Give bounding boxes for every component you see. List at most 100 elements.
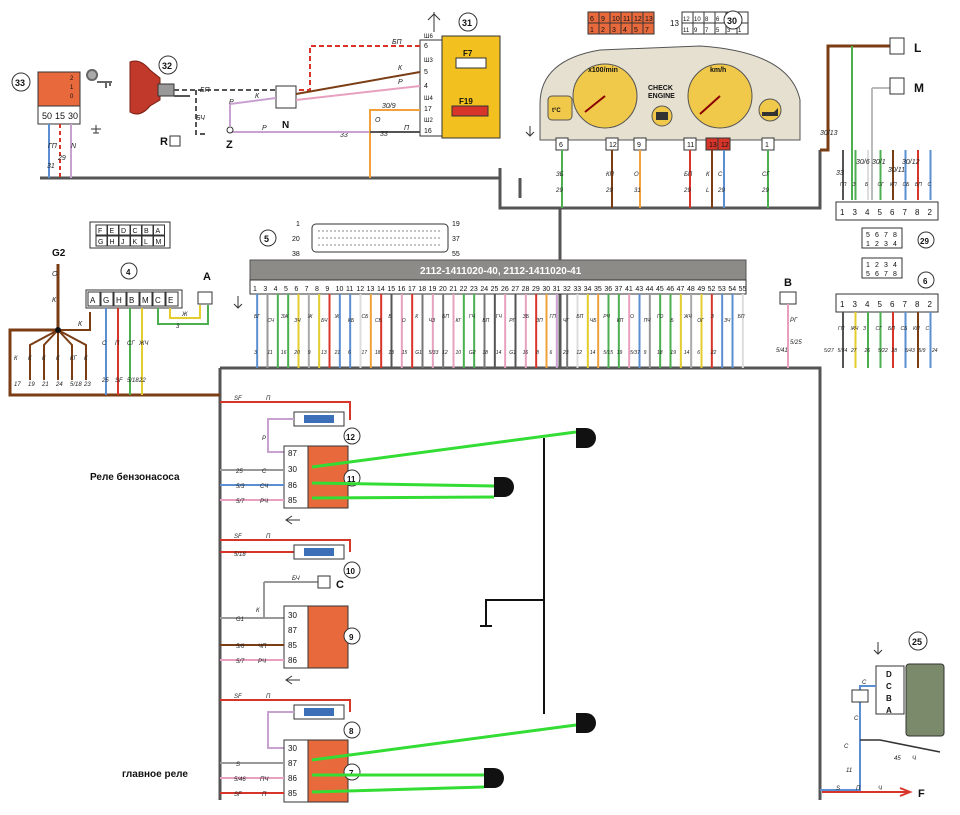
diag-cell: [153, 224, 165, 236]
cluster-conn-a-pin: 12: [634, 16, 642, 23]
ecu-pin: 9: [325, 286, 329, 293]
pr-wire-sch: СЧ: [260, 484, 269, 490]
conn-6-pin: 2: [928, 300, 933, 309]
cluster-wire-num: 29: [555, 188, 563, 194]
ecu-pin: 43: [635, 286, 643, 293]
conn-6-wire-label: СБ: [901, 326, 909, 332]
mr-wire-p2: П: [262, 792, 267, 798]
mr-fuse-num: 8: [349, 727, 354, 736]
ecu-wire-color: СЧ: [267, 318, 274, 324]
c25-bottom-ch: Ч: [878, 786, 883, 792]
cluster-wire-color: С: [718, 172, 723, 178]
pr-num-5-3: 5/3: [236, 484, 245, 490]
g2-branch-label: К: [28, 356, 32, 362]
g2-branch-label: К: [14, 356, 18, 362]
conn-6-wire-num: 5/34: [838, 348, 848, 354]
ecu-wire-color: Ж: [334, 314, 340, 320]
cluster-wire-num: 29: [683, 188, 691, 194]
cluster-conn-b-num: 13: [670, 19, 679, 28]
conn-6-pin: 5: [878, 300, 883, 309]
conn-4-cell: [165, 291, 179, 307]
r9-num-g1: G1: [236, 617, 244, 623]
r9-wire-chp: ЧП: [258, 644, 267, 650]
ecu-wire-color: ПЧ: [644, 318, 652, 324]
ecu-pin: 41: [625, 286, 633, 293]
r9-wire-bch: БЧ: [292, 576, 301, 582]
cluster-pin: 9: [637, 142, 641, 149]
ecu-conn-pin-37: 37: [452, 236, 460, 243]
conn-29-pin: 1: [866, 241, 870, 248]
ecu-wire-num: 19: [617, 350, 623, 356]
pump-relay-num: 11: [347, 475, 356, 484]
diag-cell: [153, 235, 165, 247]
temp-label: t°C: [552, 108, 561, 114]
ecu-wire-num: 16: [523, 350, 529, 356]
conn-6-pin: 3: [853, 300, 858, 309]
r9-wire-rch: РЧ: [258, 659, 267, 665]
c4-num-22: 22: [138, 378, 146, 384]
ecu-pin: 26: [501, 286, 509, 293]
ecu-pin: 4: [274, 286, 278, 293]
ecu-pin: 53: [718, 286, 726, 293]
cluster-conn-a-pin: 10: [612, 16, 620, 23]
ecu-pin: 25: [491, 286, 499, 293]
ecu-wire-num: 18: [482, 350, 488, 356]
c25-wire-s1: С: [862, 680, 867, 686]
mr-wire-sf1: SF: [234, 694, 242, 700]
conn-29-pin: 3: [884, 241, 888, 248]
conn-a-wire-zh: Ж: [181, 312, 188, 318]
ecu-wires: БГСЧЗЖЗЧЖБЧЖКБСБСББОКЧЗБПКГГЧБПГЧРГЗБЗПГ…: [254, 294, 745, 368]
conn-6-wire-label: КП: [913, 326, 920, 332]
ecu-wire-num: 9: [644, 350, 647, 356]
cluster-conn-b-pin: 3: [727, 28, 731, 34]
conn-29-pin: 5: [866, 271, 870, 278]
r9-pin-30: 30: [288, 611, 297, 620]
ecu-wire-color: Ж: [307, 314, 313, 320]
ecu-wire-num: 13: [388, 350, 394, 356]
conn-4-num: 4: [126, 268, 131, 277]
right-conn-wire-label: БП: [915, 182, 922, 188]
pr-wire-r: Р: [262, 436, 266, 442]
relay9-point-c: C: [336, 579, 344, 591]
pr-num-25: 25: [235, 469, 243, 475]
cluster-wire-num: 31: [634, 188, 641, 194]
ecu-wire-num: 10: [456, 350, 462, 356]
conn-6-wire-label: З: [863, 326, 866, 332]
cluster-conn-a-pin: 1: [590, 27, 594, 34]
ecu-pin: 12: [356, 286, 364, 293]
fb-pin-6: 6: [424, 43, 428, 50]
ecu-pin: 37: [615, 286, 623, 293]
ecu-wire-color: Б: [388, 314, 392, 320]
ecu-wire-num: 5/37: [630, 350, 640, 356]
ecu-wire-num: 6: [697, 350, 700, 356]
c4-num-sf: SF: [115, 378, 123, 384]
r9-pin-87: 87: [288, 626, 297, 635]
conn-4-cell: [126, 291, 140, 307]
ecu-wire-color: СБ: [375, 318, 383, 324]
cluster-conn-b-pin: 6: [716, 17, 720, 23]
c4-num-25: 25: [101, 378, 109, 384]
engine-icon: [656, 112, 668, 120]
f10-wire-sf: SF: [234, 534, 242, 540]
conn-b-wire-5-41: 5/41: [776, 348, 788, 354]
g2-branch-label: К: [56, 356, 60, 362]
ign-pin-30: 30: [68, 111, 78, 121]
fb-wire-pp: П: [404, 125, 410, 132]
ecu-pin: 55: [739, 286, 747, 293]
pr-pin-86: 86: [288, 481, 297, 490]
n-wire-bp: БП: [200, 87, 211, 94]
ecu-wire-num: 8: [536, 350, 539, 356]
g2-branch-num: 5/18: [70, 382, 82, 388]
pr-wire-sf: SF: [234, 396, 242, 402]
conn-29-pin: 4: [893, 262, 897, 269]
main-relay-caption: главное реле: [122, 769, 188, 780]
ecu-pin: 34: [584, 286, 592, 293]
cluster-pin: 11: [687, 142, 694, 149]
ecu-wire-color: СБ: [361, 314, 369, 320]
ecu-pin: 5: [284, 286, 288, 293]
